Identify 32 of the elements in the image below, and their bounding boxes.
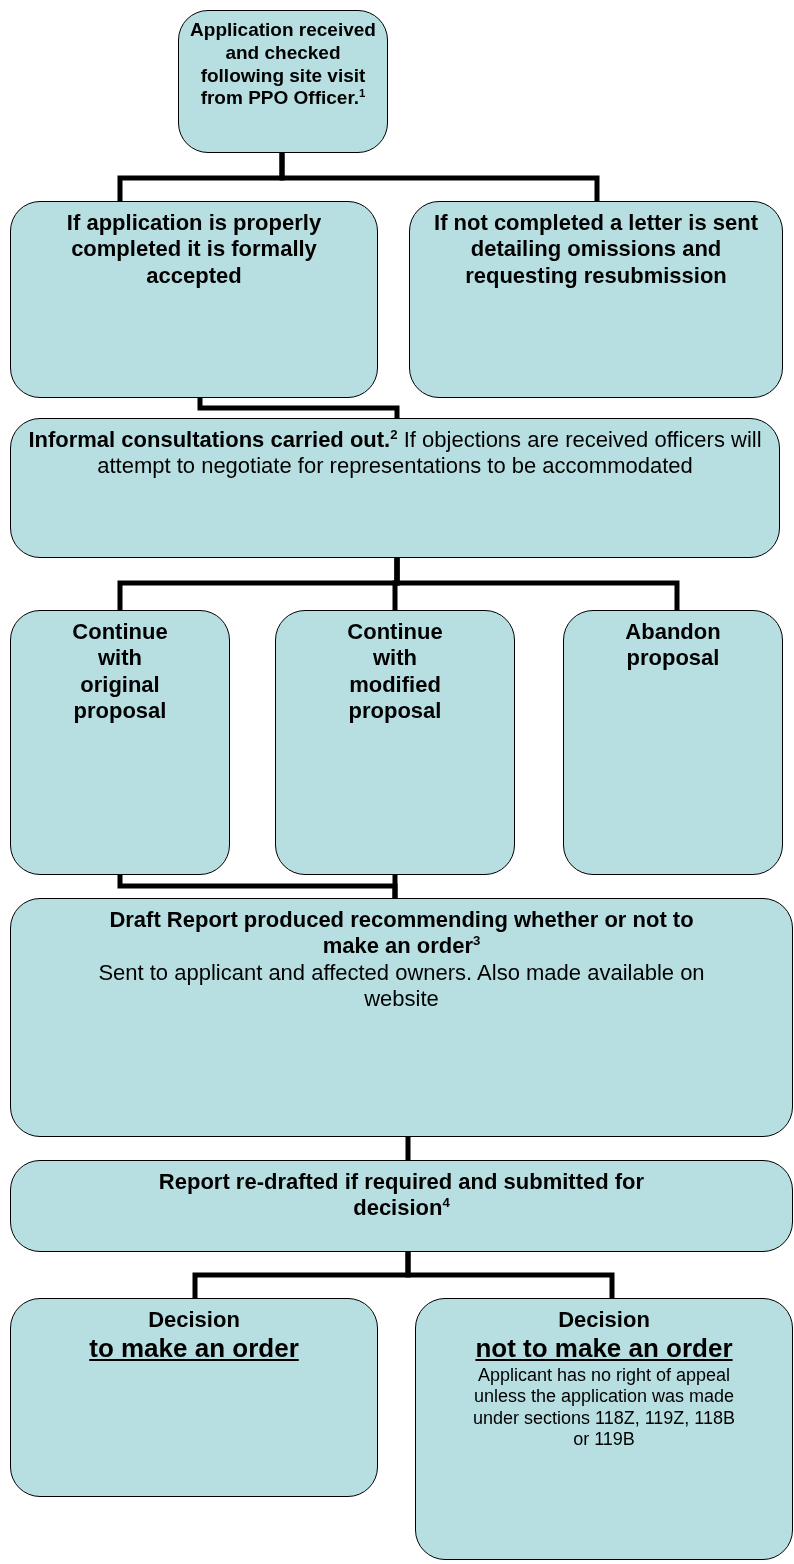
process-box: [10, 1160, 793, 1252]
box-text: Decision: [558, 1307, 650, 1334]
box-text: Draft Report produced recommending whether or not to make an order$^{3}$: [108, 907, 695, 960]
process-box: [275, 610, 515, 875]
connector-line: [197, 398, 400, 418]
process-box: [10, 201, 378, 398]
process-box: [563, 610, 783, 875]
box-text: Decision: [148, 1307, 240, 1334]
box-text: to make an order: [89, 1333, 299, 1365]
box-text: If not completed a letter is sent detailing omissions and requesting resubmission: [433, 210, 759, 290]
box-text: Report re-drafted if required and submitted for decision$^{4}$: [157, 1169, 646, 1222]
process-box: [409, 201, 783, 398]
process-box: [178, 10, 388, 153]
box-text: Application received and checked following site visit from PPO Officer.$^{1}$: [189, 19, 377, 111]
box-text: Continue with original proposal: [71, 619, 169, 725]
box-text: Abandon proposal: [624, 619, 722, 672]
connector-line: [279, 153, 600, 201]
box-text: Informal consultations carried out.$^{2}$ If objections are received officers will attempt to negotiate for representations to be accommodated: [27, 427, 763, 480]
process-box: [415, 1298, 793, 1560]
connector-line: [392, 875, 398, 898]
process-box: [10, 1298, 378, 1497]
connector-line: [405, 1137, 411, 1160]
box-text: Sent to applicant and affected owners. Also made available on website: [97, 959, 706, 1013]
box-text: Continue with modified proposal: [346, 619, 444, 725]
process-box: [10, 610, 230, 875]
connector-line: [405, 1252, 615, 1298]
box-text: If application is properly completed it is formally accepted: [65, 210, 323, 290]
box-text: not to make an order: [475, 1333, 733, 1365]
process-box: [10, 418, 780, 558]
process-box: [10, 898, 793, 1137]
box-text: Applicant has no right of appeal unless the application was made under sections 118Z, 119Z, 118B or 119B: [471, 1364, 737, 1451]
connector-line: [394, 558, 680, 610]
